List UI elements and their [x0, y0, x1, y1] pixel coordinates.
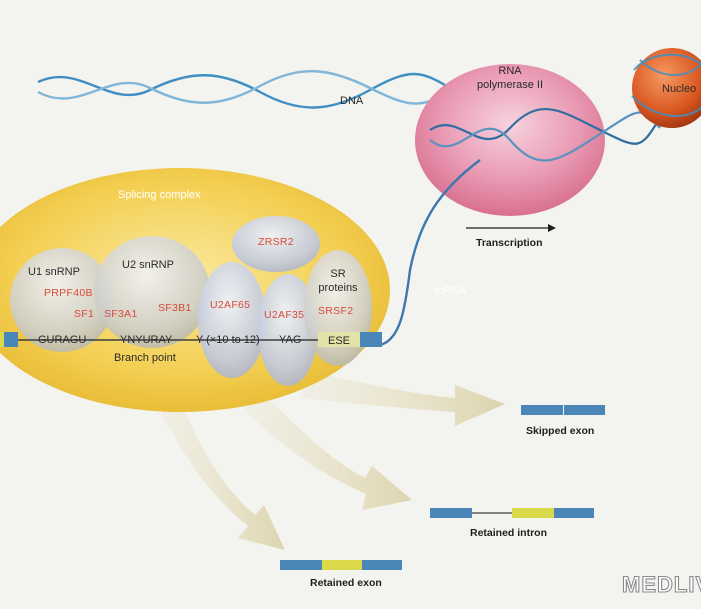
- guragu-label: GURAGU: [38, 334, 86, 346]
- u1-snrnp-label: U1 snRNP: [28, 266, 80, 278]
- skipped-exon-label: Skipped exon: [526, 425, 594, 437]
- u2-snrnp-blob: [94, 236, 210, 348]
- mrna-strand: [379, 159, 481, 347]
- nucleosome: [631, 48, 701, 128]
- retained-intron-transcript: [430, 508, 594, 518]
- zrsr2-label: ZRSR2: [258, 236, 294, 248]
- u2af35-blob: [258, 274, 318, 386]
- rna-polymerase-label-1: RNA: [498, 65, 522, 77]
- splicing-complex-label: Splicing complex: [118, 189, 201, 201]
- zrsr2-blob: [232, 216, 320, 272]
- sf3b1-label: SF3B1: [158, 302, 192, 314]
- yag-label: YAG: [279, 334, 301, 346]
- transcription-arrow: [466, 224, 556, 232]
- exon-left-yellow: [0, 332, 4, 347]
- ese-box: [318, 332, 360, 347]
- prpf40b-label: PRPF40B: [44, 287, 93, 299]
- rna-polymerase-label-2: polymerase II: [477, 79, 543, 91]
- exon-left: [0, 332, 18, 347]
- u2-snrnp-label: U2 snRNP: [122, 259, 174, 271]
- sr-proteins-label-1: SR: [330, 268, 345, 280]
- pre-mrna: [0, 332, 382, 347]
- nucleosome-label: Nucleo: [662, 83, 696, 95]
- u2af65-blob: [198, 262, 266, 378]
- u1-snrnp-blob: [10, 248, 114, 352]
- branch-point-label: Branch point: [114, 352, 176, 364]
- poly-y-label: Y (×10 to 12): [196, 334, 260, 346]
- retained-intron-label: Retained intron: [470, 527, 547, 539]
- mrna-label: mRNA: [434, 285, 467, 297]
- retained-exon-transcript: [280, 560, 402, 570]
- sf1-label: SF1: [74, 308, 94, 320]
- skipped-exon-transcript: [521, 405, 605, 415]
- ese-label: ESE: [328, 335, 350, 347]
- retained-exon-label: Retained exon: [310, 577, 382, 589]
- dna-label: DNA: [340, 95, 364, 107]
- ynyuray-label: YNYURAY: [120, 334, 173, 346]
- u2af65-label: U2AF65: [210, 299, 250, 311]
- transcription-label: Transcription: [476, 237, 543, 249]
- dna-helix: [37, 69, 451, 109]
- sf3a1-label: SF3A1: [104, 308, 138, 320]
- outcome-arrows: [160, 372, 505, 550]
- watermark: MEDLIV: [622, 572, 701, 597]
- dna-helix-in-polymerase: [429, 108, 661, 162]
- srsf2-label: SRSF2: [318, 305, 353, 317]
- sr-proteins-label-2: proteins: [318, 282, 358, 294]
- u2af35-label: U2AF35: [264, 309, 304, 321]
- exon-right: [360, 332, 382, 347]
